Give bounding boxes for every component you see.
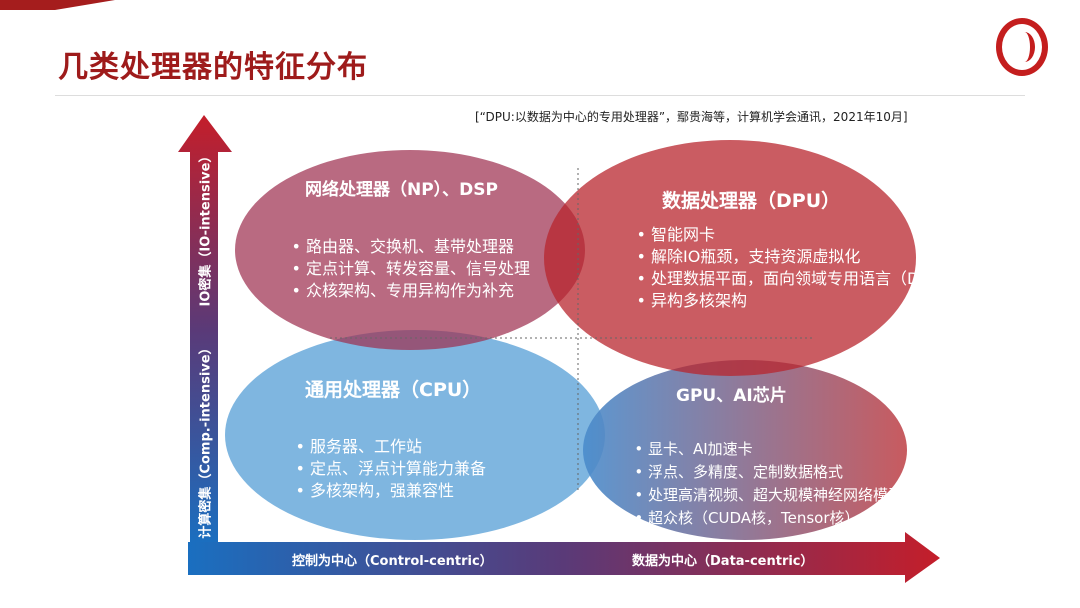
list-item: 超众核（CUDA核，Tensor核） <box>648 507 903 530</box>
gpu-title: GPU、AI芯片 <box>676 386 787 406</box>
x-axis-left-label: 控制为中心（Control-centric） <box>292 554 493 569</box>
list-item: 众核架构、专用异构作为补充 <box>306 280 530 302</box>
cpu-list: 服务器、工作站 定点、浮点计算能力兼备 多核架构，强兼容性 <box>292 436 486 502</box>
list-item: 异构多核架构 <box>651 290 954 312</box>
y-axis-bottom-label: 计算密集（Comp.-intensive） <box>198 341 214 539</box>
citation: [“DPU:以数据为中心的专用处理器”，鄢贵海等，计算机学会通讯，2021年10… <box>475 110 908 124</box>
np-ellipse <box>235 150 585 350</box>
page-title: 几类处理器的特征分布 <box>58 50 368 85</box>
list-item: 路由器、交换机、基带处理器 <box>306 236 530 258</box>
y-axis-top-label: IO密集（IO-intensive） <box>198 149 214 307</box>
list-item: 多核架构，强兼容性 <box>310 480 486 502</box>
list-item: 显卡、AI加速卡 <box>648 438 903 461</box>
cpu-ellipse <box>225 330 605 540</box>
np-list: 路由器、交换机、基带处理器 定点计算、转发容量、信号处理 众核架构、专用异构作为… <box>288 236 530 302</box>
corner-decoration <box>0 0 55 10</box>
x-axis-right-label: 数据为中心（Data-centric） <box>632 554 814 569</box>
list-item: 浮点、多精度、定制数据格式 <box>648 461 903 484</box>
np-title: 网络处理器（NP）、DSP <box>305 180 499 200</box>
gpu-list: 显卡、AI加速卡 浮点、多精度、定制数据格式 处理高清视频、超大规模神经网络模型… <box>630 438 903 530</box>
list-item: 处理高清视频、超大规模神经网络模型 <box>648 484 903 507</box>
x-axis-arrow <box>188 532 940 583</box>
list-item: 解除IO瓶颈，支持资源虚拟化 <box>651 246 954 268</box>
list-item: 定点、浮点计算能力兼备 <box>310 458 486 480</box>
dpu-title: 数据处理器（DPU） <box>662 190 841 212</box>
list-item: 定点计算、转发容量、信号处理 <box>306 258 530 280</box>
list-item: 智能网卡 <box>651 224 954 246</box>
list-item: 服务器、工作站 <box>310 436 486 458</box>
corner-decoration-tip <box>55 0 115 10</box>
dpu-list: 智能网卡 解除IO瓶颈，支持资源虚拟化 处理数据平面，面向领域专用语言（DSL）… <box>633 224 954 312</box>
list-item: 处理数据平面，面向领域专用语言（DSL） <box>651 268 954 290</box>
gpu-ellipse <box>583 360 907 540</box>
dpu-ellipse <box>544 140 916 376</box>
divider <box>55 95 1025 96</box>
y-axis-arrow <box>178 115 232 545</box>
cpu-title: 通用处理器（CPU） <box>305 379 482 401</box>
logo-icon <box>996 18 1048 76</box>
